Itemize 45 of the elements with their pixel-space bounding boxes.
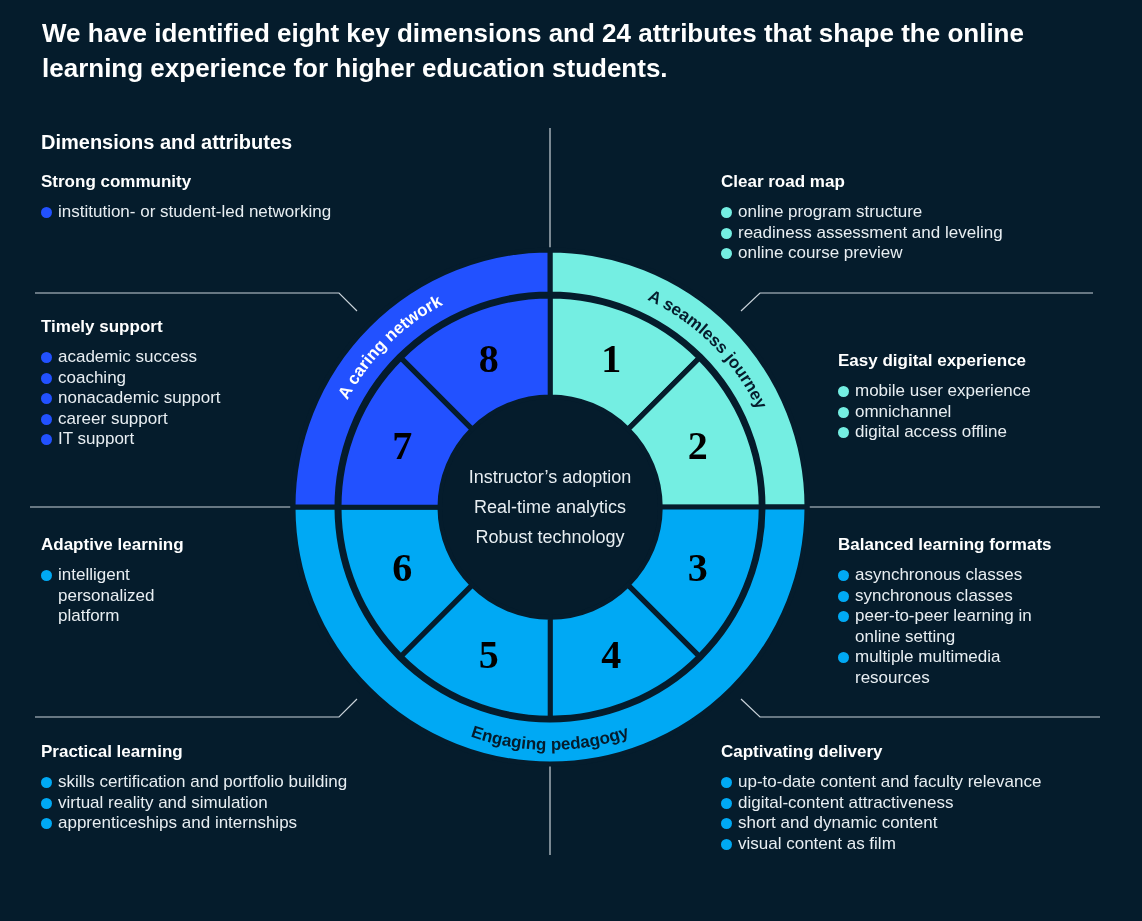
attribute-text: coaching	[58, 367, 128, 388]
title: We have identified eight key dimensions and 24 attributes that shape the online learning experience for higher education students.	[42, 17, 1025, 85]
attribute-text: career support	[58, 408, 169, 429]
dimension-heading: Clear road map	[721, 171, 846, 193]
segment-number: 8	[478, 339, 499, 380]
attribute-text: multiple multimedia resources	[855, 647, 1002, 688]
attribute-text: nonacademic support	[58, 388, 222, 409]
attribute-text: online course preview	[738, 243, 904, 264]
center-text: Robust technology	[475, 526, 625, 549]
dimension-heading: Strong community	[41, 171, 193, 193]
attribute-text: apprenticeships and internships	[58, 813, 299, 834]
attribute-text: visual content as film	[738, 833, 897, 854]
band-label: Engaging pedagogy	[468, 722, 632, 755]
segment-number: 7	[392, 425, 413, 466]
segment-number: 5	[478, 634, 499, 675]
attribute-text: short and dynamic content	[738, 813, 939, 834]
attribute-text: academic success	[58, 347, 198, 368]
segment-number: 2	[687, 425, 708, 466]
attribute-text: asynchronous classes	[855, 565, 1024, 586]
attribute-text: readiness assessment and leveling	[738, 222, 1004, 243]
attribute-text: up-to-date content and faculty relevance	[738, 772, 1043, 793]
attribute-text: virtual reality and simulation	[58, 792, 269, 813]
attribute-text: synchronous classes	[855, 585, 1014, 606]
attribute-text: IT support	[58, 429, 136, 450]
attribute-text: mobile user experience	[855, 381, 1032, 402]
center-text: Instructor’s adoption	[468, 466, 632, 489]
segment-number: 1	[601, 339, 622, 380]
attribute-text: skills certification and portfolio building	[58, 772, 349, 793]
attribute-text: digital-content attractiveness	[738, 792, 955, 813]
segment-number: 4	[601, 634, 622, 675]
dimension-heading: Easy digital experience	[838, 350, 1028, 372]
attribute-text: intelligent personalized platform	[58, 565, 156, 627]
attribute-text: digital access offline	[855, 422, 1008, 443]
dimension-heading: Practical learning	[41, 741, 184, 763]
attribute-text: institution- or student-led networking	[58, 202, 333, 223]
dimension-heading: Timely support	[41, 316, 164, 338]
attribute-text: omnichannel	[855, 401, 953, 422]
dimension-heading: Captivating delivery	[721, 741, 884, 763]
center-text: Real-time analytics	[473, 496, 627, 519]
segment-number: 6	[392, 548, 413, 589]
segment-number: 3	[687, 548, 708, 589]
dimension-heading: Balanced learning formats	[838, 534, 1053, 556]
dimension-heading: Adaptive learning	[41, 534, 185, 556]
attribute-text: online program structure	[738, 202, 924, 223]
section-heading: Dimensions and attributes	[41, 130, 293, 155]
